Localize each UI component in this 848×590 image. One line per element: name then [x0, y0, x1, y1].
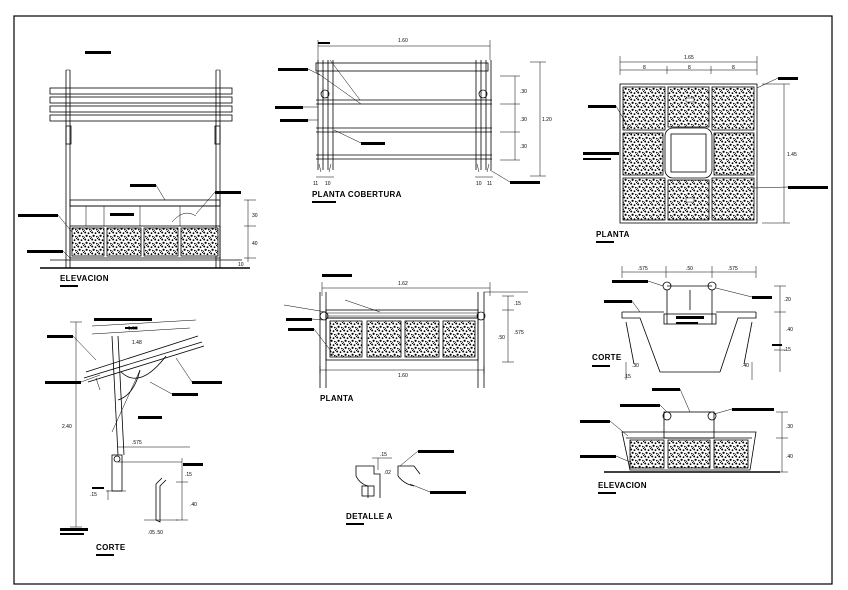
dim-da-2: .02	[384, 470, 391, 476]
dim-pc-l2: 10	[325, 181, 331, 187]
title-detalle-a: DETALLE A	[346, 512, 393, 521]
dim-pr-height: 1.45	[787, 152, 797, 158]
title-planta-right: PLANTA	[596, 230, 630, 239]
dim-pc-b2: 11	[487, 181, 492, 187]
title-corte-left: CORTE	[96, 543, 126, 552]
dim-cl-w: .575	[132, 440, 142, 446]
dim-cr-w2: .50	[686, 266, 693, 272]
dim-pr-d1: 8	[643, 65, 646, 71]
dim-p-r1: .15	[514, 301, 521, 307]
dim-pr-d2: 8	[688, 65, 691, 71]
dim-cr-w3: .575	[728, 266, 738, 272]
view-elevacion-left: 30 40 10 ELEVACION	[18, 51, 258, 287]
dim-cl-r1: .15	[185, 472, 192, 478]
dim-pc-l1: 11	[313, 181, 318, 187]
title-planta-cobertura: PLANTA COBERTURA	[312, 190, 402, 199]
dim-cr-b1: .30	[632, 363, 639, 369]
dim-cr-h3: .15	[784, 347, 791, 353]
dim-pr-d3: 8	[732, 65, 735, 71]
dim-cl-b3: .50	[156, 530, 163, 536]
dim-cl-b1: .15	[90, 492, 97, 498]
dim-pc-r2: .30	[520, 117, 527, 123]
dim-cr-h1: .20	[784, 297, 791, 303]
view-planta-center: 1.62 1.60 .15 .50 .575 PLANTA	[283, 274, 528, 403]
dim-el-h1: 30	[252, 213, 258, 219]
dim-el-h3: 10	[238, 262, 244, 268]
dim-cr-w1: .575	[638, 266, 648, 272]
view-corte-right: .575 .50 .575 .20 .40 .15 .30 .40 .15 CO…	[592, 266, 793, 380]
dim-pc-r3: .30	[520, 144, 527, 150]
dim-pr-width: 1.65	[684, 55, 694, 61]
dim-cr-b2: .40	[742, 363, 749, 369]
dim-pc-b1: 10	[476, 181, 482, 187]
dim-p-bottom: 1.60	[398, 373, 408, 379]
view-planta-right: 1.65 8 8 8 1.45 PLANTA	[583, 55, 828, 243]
dim-cl-h: 2.40	[62, 424, 72, 430]
title-elevacion-right: ELEVACION	[598, 481, 647, 490]
dim-cr-b3: .15	[624, 374, 631, 380]
dim-pc-r1: .30	[520, 89, 527, 95]
dim-p-r3: .575	[514, 330, 524, 336]
dim-el-h2: 40	[252, 241, 258, 247]
dim-cl-r2: .40	[190, 502, 197, 508]
title-corte-right: CORTE	[592, 353, 622, 362]
dim-cl-top2: 1.48	[132, 340, 142, 346]
view-corte-left: 1.60 1.48 2.40 .575 .15 .40	[45, 318, 222, 556]
view-planta-cobertura: 1.60 11 10 10 11 .30 .30 .30 1.20 PLANT	[275, 38, 552, 203]
title-elevacion-left: ELEVACION	[60, 274, 109, 283]
dim-cr-h2: .40	[786, 327, 793, 333]
view-elevacion-right: .30 .40 ELEVACION	[580, 388, 793, 494]
sheet-border	[13, 15, 833, 585]
dim-p-width: 1.62	[398, 281, 408, 287]
dim-pc-total: 1.20	[542, 117, 552, 123]
dim-er-h2: .40	[786, 454, 793, 460]
title-planta-center: PLANTA	[320, 394, 354, 403]
view-detalle-a: .15 .02 DETALLE A	[346, 450, 466, 525]
dim-cl-b2: .05	[148, 530, 155, 536]
dim-er-h1: .30	[786, 424, 793, 430]
dim-da-1: .15	[380, 452, 387, 458]
dim-p-r2: .50	[498, 335, 505, 341]
dim-pc-width: 1.60	[398, 38, 408, 44]
